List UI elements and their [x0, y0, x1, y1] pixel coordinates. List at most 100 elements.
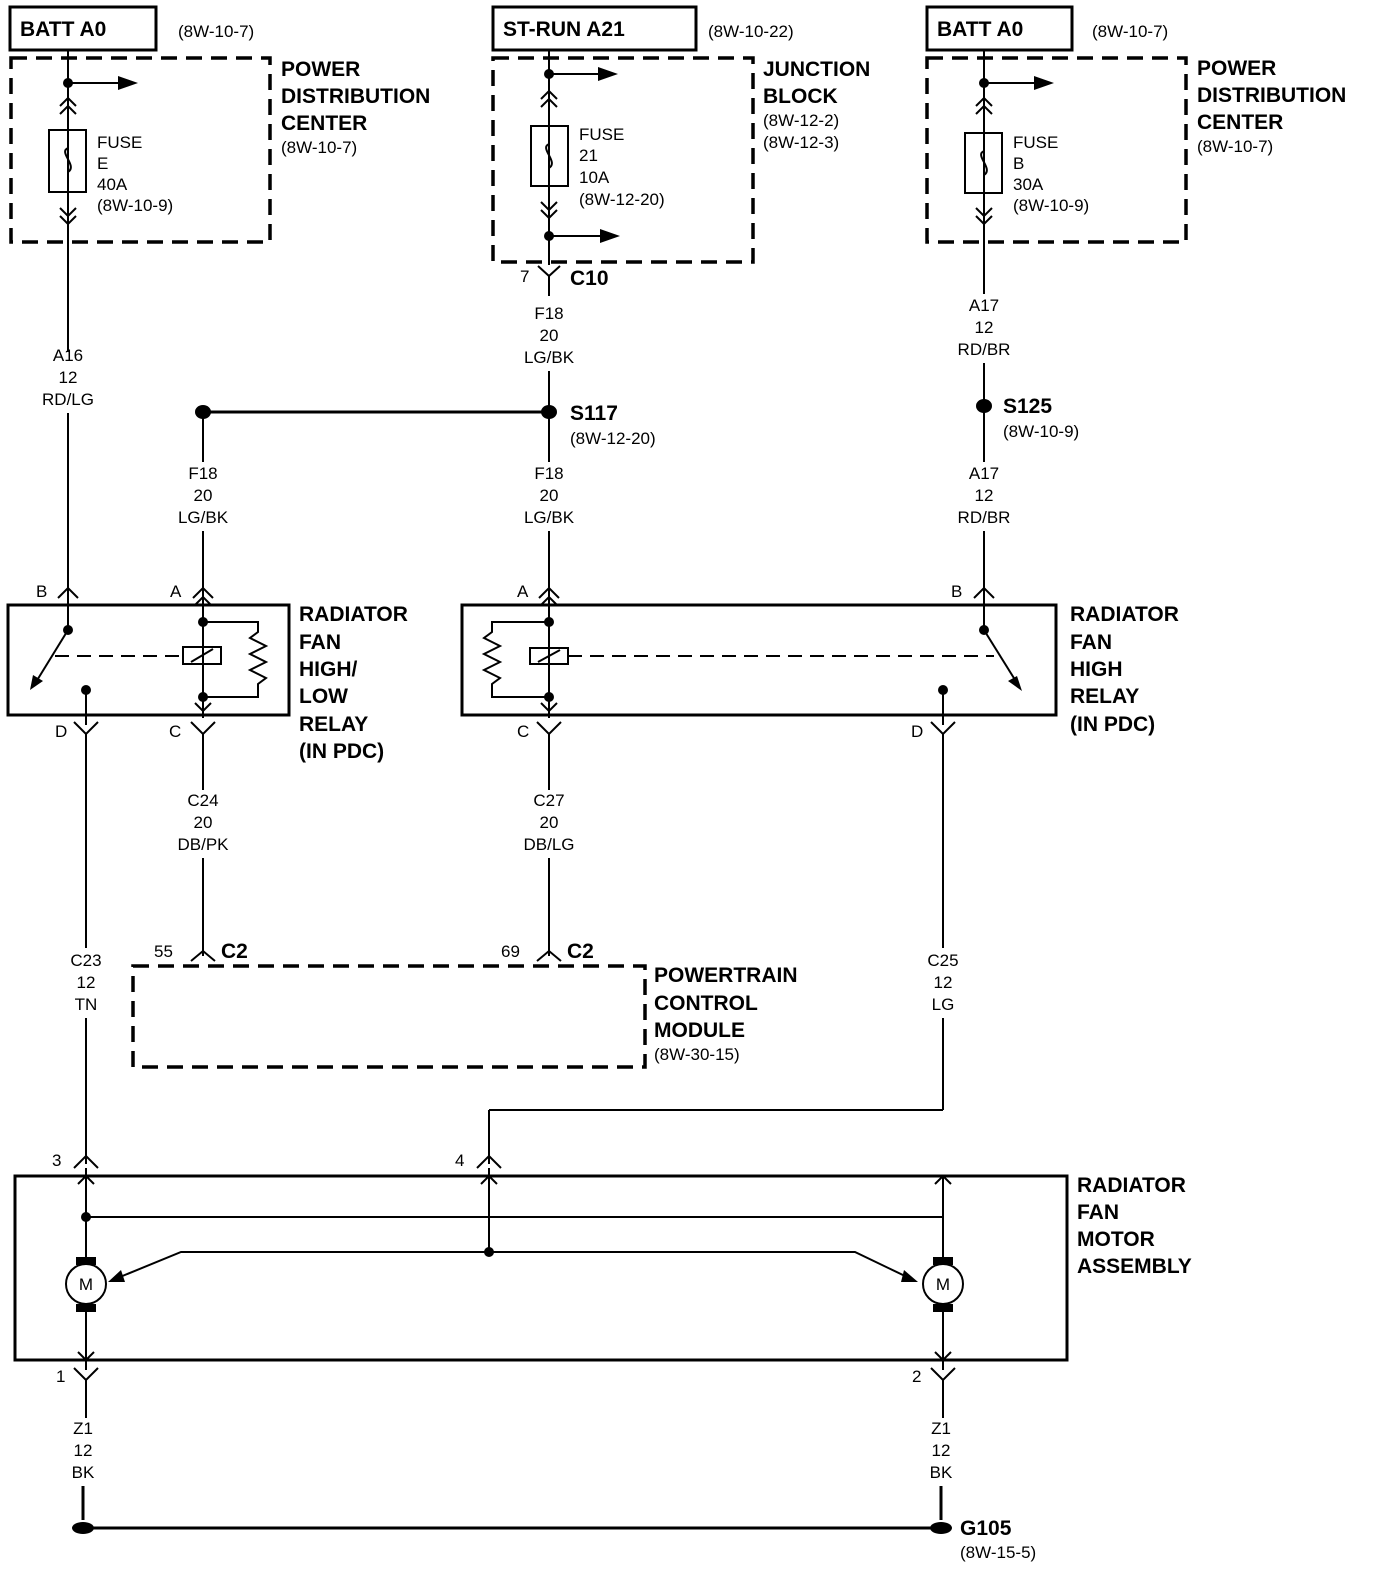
- svg-text:JUNCTION: JUNCTION: [763, 58, 870, 81]
- svg-text:POWER: POWER: [281, 58, 360, 81]
- svg-text:A17: A17: [969, 464, 999, 483]
- svg-text:20: 20: [540, 326, 559, 345]
- svg-text:DB/LG: DB/LG: [523, 835, 574, 854]
- svg-text:A: A: [170, 582, 182, 601]
- svg-text:POWER: POWER: [1197, 57, 1276, 80]
- svg-text:FAN: FAN: [1077, 1201, 1119, 1224]
- wire-z1-left: Z1 12 BK: [72, 1380, 95, 1520]
- source-right-label: BATT A0: [937, 18, 1023, 41]
- g105-label: G105: [960, 1517, 1012, 1540]
- svg-text:1: 1: [56, 1367, 65, 1386]
- wire-f18-left: F18 20 LG/BK: [178, 412, 229, 590]
- splice-s117: S117 (8W-12-20): [195, 402, 656, 448]
- svg-text:BK: BK: [72, 1463, 95, 1482]
- svg-text:RADIATOR: RADIATOR: [299, 603, 408, 626]
- svg-text:MOTOR: MOTOR: [1077, 1228, 1155, 1251]
- svg-text:BLOCK: BLOCK: [763, 85, 838, 108]
- svg-text:(8W-30-15): (8W-30-15): [654, 1045, 740, 1064]
- junction-block: FUSE 21 10A (8W-12-20) JUNCTION BLOCK (8…: [491, 50, 870, 296]
- wire-c23: C23 12 TN: [70, 734, 102, 1164]
- coil-icon: [182, 646, 222, 665]
- svg-text:F18: F18: [534, 304, 563, 323]
- wire-c24: C24 20 DB/PK: [177, 734, 229, 956]
- source-middle: ST-RUN A21 (8W-10-22): [491, 5, 794, 52]
- svg-text:HIGH: HIGH: [1070, 658, 1123, 681]
- svg-text:CONTROL: CONTROL: [654, 992, 758, 1015]
- svg-text:F18: F18: [188, 464, 217, 483]
- wire-a16: A16 12 RD/LG: [42, 346, 94, 590]
- svg-text:DB/PK: DB/PK: [177, 835, 229, 854]
- svg-text:M: M: [936, 1275, 950, 1294]
- svg-text:A: A: [517, 582, 529, 601]
- svg-text:Z1: Z1: [73, 1419, 93, 1438]
- svg-text:(8W-12-20): (8W-12-20): [579, 190, 665, 209]
- svg-text:LG: LG: [932, 995, 955, 1014]
- wire-f18-mid: F18 20 LG/BK: [524, 464, 575, 590]
- svg-text:DISTRIBUTION: DISTRIBUTION: [1197, 84, 1346, 107]
- svg-text:20: 20: [194, 486, 213, 505]
- svg-text:C2: C2: [567, 940, 594, 963]
- ground-point-right: [930, 1522, 952, 1534]
- svg-text:CENTER: CENTER: [1197, 111, 1283, 134]
- svg-text:FAN: FAN: [1070, 631, 1112, 654]
- svg-text:C24: C24: [187, 791, 218, 810]
- svg-text:RADIATOR: RADIATOR: [1077, 1174, 1186, 1197]
- svg-text:D: D: [911, 722, 923, 741]
- svg-text:E: E: [97, 154, 108, 173]
- svg-text:D: D: [55, 722, 67, 741]
- svg-text:(8W-10-7): (8W-10-7): [1197, 137, 1273, 156]
- svg-text:12: 12: [932, 1441, 951, 1460]
- svg-text:CENTER: CENTER: [281, 112, 367, 135]
- wire-z1-right: Z1 12 BK: [930, 1380, 953, 1520]
- svg-text:12: 12: [934, 973, 953, 992]
- svg-text:C2: C2: [221, 940, 248, 963]
- svg-text:C: C: [169, 722, 181, 741]
- svg-text:LOW: LOW: [299, 685, 348, 708]
- svg-text:FUSE: FUSE: [97, 133, 142, 152]
- svg-text:A17: A17: [969, 296, 999, 315]
- svg-text:FUSE: FUSE: [1013, 133, 1058, 152]
- ground-point-left: [72, 1522, 94, 1534]
- wire-f18-top: F18 20 LG/BK: [524, 304, 575, 462]
- svg-text:FAN: FAN: [299, 631, 341, 654]
- svg-text:F18: F18: [534, 464, 563, 483]
- svg-text:20: 20: [540, 486, 559, 505]
- svg-text:RD/BR: RD/BR: [958, 508, 1011, 527]
- svg-text:21: 21: [579, 146, 598, 165]
- svg-text:(8W-10-9): (8W-10-9): [1013, 196, 1089, 215]
- svg-text:A16: A16: [53, 346, 83, 365]
- svg-text:C27: C27: [533, 791, 564, 810]
- svg-text:C: C: [517, 722, 529, 741]
- svg-text:20: 20: [194, 813, 213, 832]
- svg-text:12: 12: [59, 368, 78, 387]
- splice-s125: S125 (8W-10-9): [976, 395, 1079, 441]
- svg-text:30A: 30A: [1013, 175, 1044, 194]
- svg-text:Z1: Z1: [931, 1419, 951, 1438]
- pdc-left: FUSE E 40A (8W-10-9) POWER DISTRIBUTION …: [9, 50, 430, 352]
- ground-g105: G105 (8W-15-5): [72, 1517, 1036, 1562]
- svg-text:40A: 40A: [97, 175, 128, 194]
- source-left: BATT A0 (8W-10-7): [8, 5, 254, 52]
- svg-text:69: 69: [501, 942, 520, 961]
- s117-ref: (8W-12-20): [570, 429, 656, 448]
- svg-text:12: 12: [975, 486, 994, 505]
- relay-high: A B C D RADIATOR FAN HIGH RELAY (IN PDC): [460, 582, 1179, 741]
- svg-text:3: 3: [52, 1151, 61, 1170]
- c10-label: C10: [570, 267, 609, 290]
- svg-text:LG/BK: LG/BK: [524, 508, 575, 527]
- source-middle-ref: (8W-10-22): [708, 22, 794, 41]
- fan-motor-assembly: 3 4 M M 1 2 RADIATOR FAN: [13, 1151, 1192, 1386]
- wire-c27: C27 20 DB/LG: [523, 734, 575, 956]
- svg-text:12: 12: [77, 973, 96, 992]
- relay-high-low: B A D C RADIATOR FAN HIGH/ LOW RELAY (IN…: [6, 582, 408, 763]
- svg-text:HIGH/: HIGH/: [299, 658, 358, 681]
- svg-text:DISTRIBUTION: DISTRIBUTION: [281, 85, 430, 108]
- svg-text:LG/BK: LG/BK: [178, 508, 229, 527]
- svg-text:B: B: [1013, 154, 1024, 173]
- source-right: BATT A0 (8W-10-7): [925, 5, 1168, 52]
- wire-a17-bottom: A17 12 RD/BR: [958, 464, 1011, 590]
- svg-text:2: 2: [912, 1367, 921, 1386]
- c10-pin: 7: [520, 267, 529, 286]
